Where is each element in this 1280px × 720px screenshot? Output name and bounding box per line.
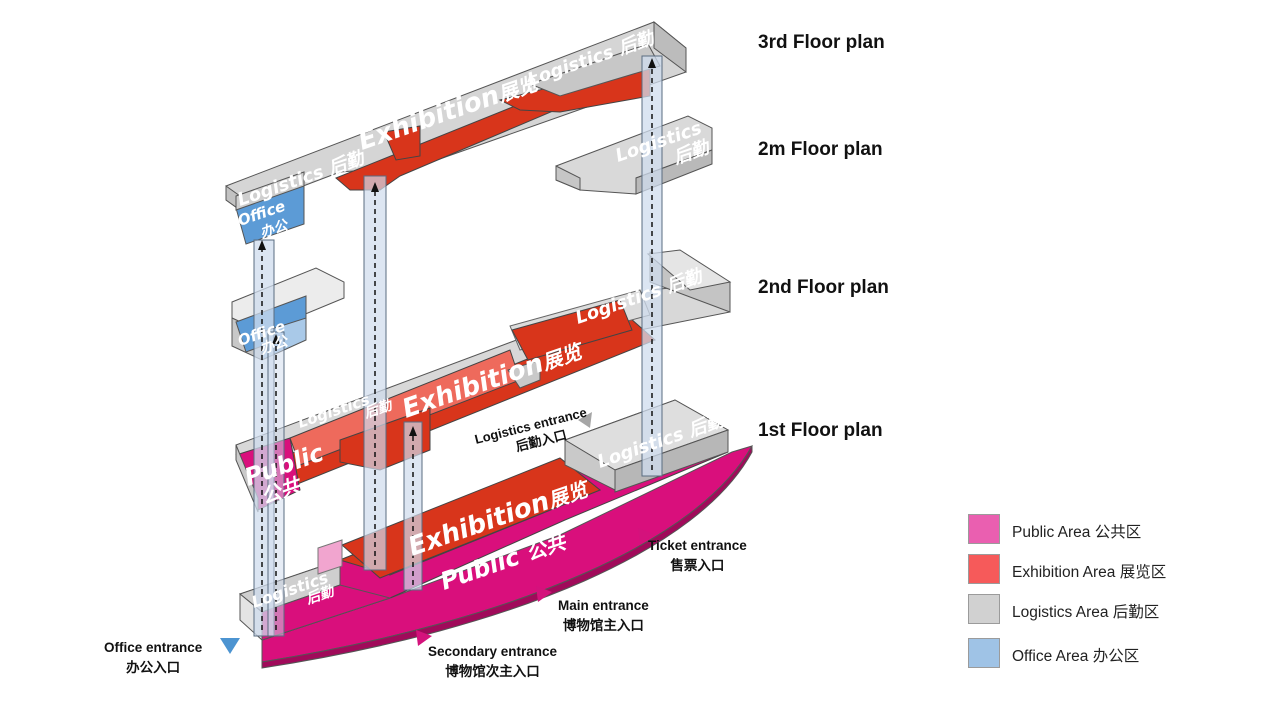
ticket-entrance-arrow xyxy=(638,528,654,544)
legend-item-public: Public Area 公共区 xyxy=(968,512,1208,552)
floor-title-1st: 1st Floor plan xyxy=(758,420,883,441)
legend: Public Area 公共区 Exhibition Area 展览区 Logi… xyxy=(968,512,1208,676)
legend-swatch-logistics xyxy=(968,594,1000,624)
secondary-entrance-label: Secondary entrance 博物馆次主入口 xyxy=(428,644,558,679)
legend-swatch-office xyxy=(968,638,1000,668)
legend-swatch-public xyxy=(968,514,1000,544)
secondary-entrance-arrow xyxy=(416,630,432,646)
main-entrance-arrow xyxy=(536,586,552,602)
vertical-shafts xyxy=(253,55,663,637)
third-floor-slab xyxy=(225,20,687,245)
legend-label-public: Public Area 公共区 xyxy=(1012,524,1142,541)
office-entrance-arrow xyxy=(220,638,240,654)
logistics-entrance-arrow xyxy=(578,412,592,428)
office-entrance-label: Office entrance 办公入口 xyxy=(104,640,203,675)
legend-item-exhibition: Exhibition Area 展览区 xyxy=(968,552,1208,592)
floor-title-2m: 2m Floor plan xyxy=(758,139,883,160)
legend-swatch-exhibition xyxy=(968,554,1000,584)
logistics-shaft xyxy=(641,55,663,477)
legend-label-exhibition: Exhibition Area 展览区 xyxy=(1012,564,1167,581)
legend-item-logistics: Logistics Area 后勤区 xyxy=(968,592,1208,632)
entrance-arrows xyxy=(220,412,654,654)
legend-label-logistics: Logistics Area 后勤区 xyxy=(1012,604,1160,621)
floor-title-2nd: 2nd Floor plan xyxy=(758,277,889,298)
floor-title-3rd: 3rd Floor plan xyxy=(758,32,885,53)
legend-item-office: Office Area 办公区 xyxy=(968,636,1208,676)
main-entrance-label: Main entrance 博物馆主入口 xyxy=(558,598,649,633)
exhibition-shaft-2 xyxy=(403,421,423,591)
ticket-entrance-label: Ticket entrance 售票入口 xyxy=(648,538,747,573)
legend-label-office: Office Area 办公区 xyxy=(1012,648,1140,665)
